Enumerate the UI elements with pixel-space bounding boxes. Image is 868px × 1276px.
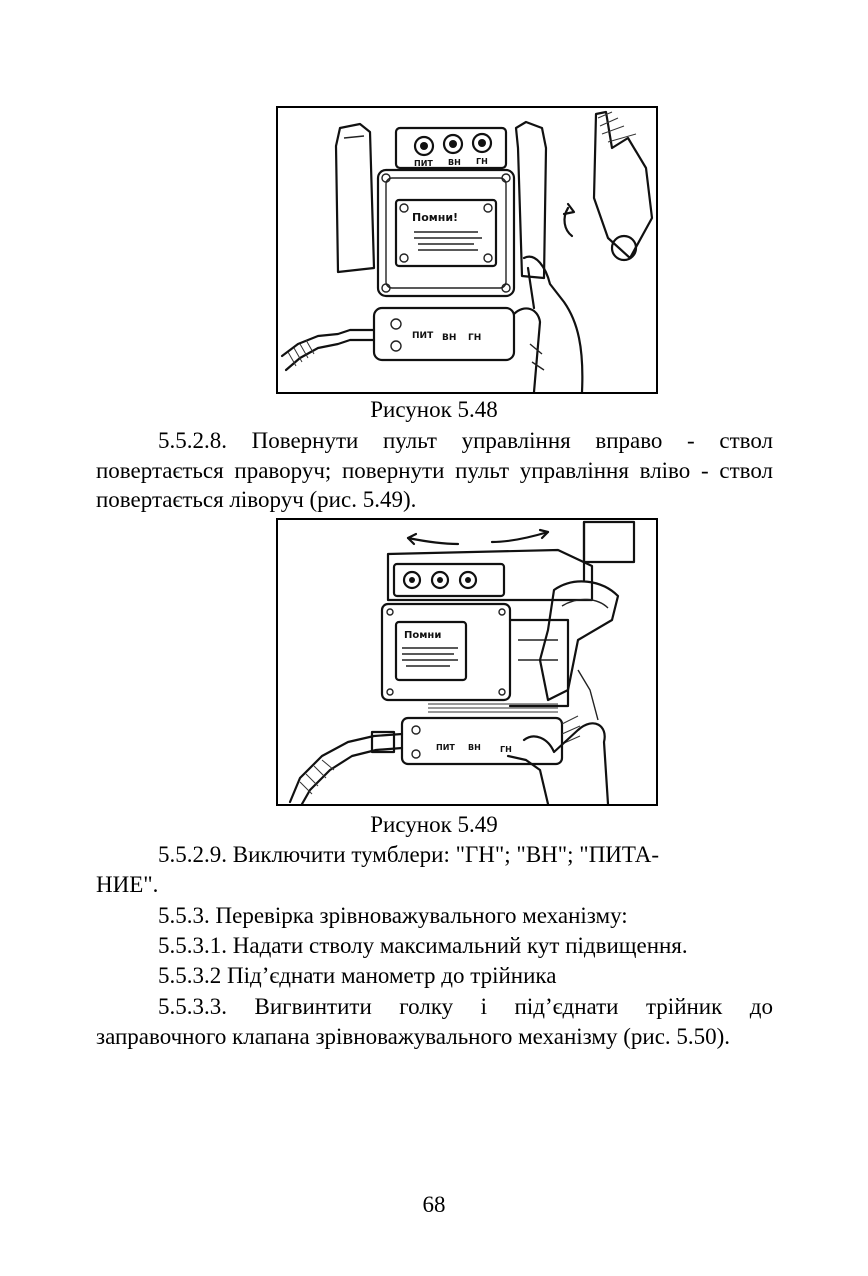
figure-5-49-drawing: Помни ПИТ ВН ГН xyxy=(288,520,636,804)
paragraph-5-5-3-1: 5.5.3.1. Надати стволу максимальний кут … xyxy=(158,933,688,958)
figure-5-49: Помни ПИТ ВН ГН xyxy=(276,518,658,806)
heading-5-5-3: 5.5.3. Перевірка зрівноважувального меха… xyxy=(158,903,628,928)
paragraph-5-5-3-3: 5.5.3.3. Вигвинтити голку і під’єднати т… xyxy=(96,994,773,1049)
figure-5-48-caption: Рисунок 5.48 xyxy=(370,397,498,422)
remote-label-pyt-2: ПИТ xyxy=(436,743,455,752)
plate-text-2: Помни xyxy=(404,630,441,641)
remote-label-gn: ГН xyxy=(468,333,481,343)
plate-text: Помни! xyxy=(412,211,458,224)
figure-5-48: ПИТ ВН ГН Помни! ПИТ ВН ГН xyxy=(276,106,658,394)
remote-label-gn-2: ГН xyxy=(500,745,512,754)
paragraph-5-5-2-9-line-2: НИЕ". xyxy=(96,872,159,897)
remote-label-vn-2: ВН xyxy=(468,743,481,752)
top-label-vn: ВН xyxy=(448,158,461,167)
top-label-gn: ГН xyxy=(476,157,488,166)
figure-5-48-drawing: ПИТ ВН ГН Помни! ПИТ ВН ГН xyxy=(280,110,654,392)
paragraph-5-5-3-2: 5.5.3.2 Під’єднати манометр до трійника xyxy=(158,963,557,988)
top-label-pyt: ПИТ xyxy=(414,159,433,168)
remote-label-pyt: ПИТ xyxy=(412,331,434,341)
remote-label-vn: ВН xyxy=(442,333,456,343)
paragraph-5-5-2-9-line-1: 5.5.2.9. Виключити тумблери: "ГН"; "ВН";… xyxy=(158,842,660,867)
page-number: 68 xyxy=(422,1192,446,1217)
paragraph-5-5-2-8: 5.5.2.8. Повернути пульт управління впра… xyxy=(96,428,773,512)
figure-5-49-caption: Рисунок 5.49 xyxy=(370,812,498,837)
